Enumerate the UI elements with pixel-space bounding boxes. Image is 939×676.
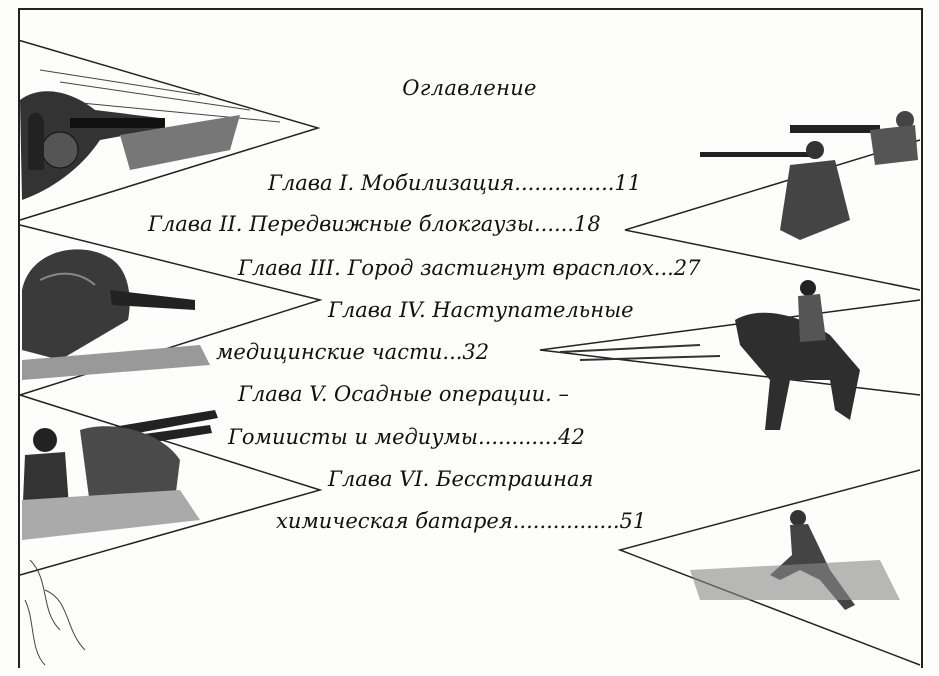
left-gun-crew-scene	[22, 410, 218, 540]
toc-entry-chapter-5-line-2: Гомиисты и медиумы............42	[228, 425, 585, 449]
toc-entry-chapter-6-line-2: химическая батарея................51	[276, 509, 647, 533]
toc-entry-chapter-3: Глава III. Город застигнут врасплох...27	[238, 256, 701, 280]
toc-entry-chapter-2: Глава II. Передвижные блокгаузы......18	[148, 212, 601, 236]
left-turret-scene	[22, 249, 210, 380]
toc-entry-chapter-1: Глава I. Мобилизация...............11	[268, 171, 642, 195]
right-panel-3	[617, 469, 921, 666]
left-foliage	[24, 559, 86, 666]
right-machine-gun-scene	[700, 111, 918, 240]
toc-entry-chapter-6-line-1: Глава VI. Бесстрашная	[328, 467, 594, 491]
left-cannon-scene-1	[20, 91, 240, 200]
right-runner-scene	[690, 510, 900, 610]
toc-title: Оглавление	[402, 76, 537, 100]
toc-entry-chapter-5-line-1: Глава V. Осадные операции. –	[238, 382, 570, 406]
toc-entry-chapter-4-line-2: медицинские части...32	[216, 340, 490, 364]
left-panel-1	[17, 39, 321, 221]
right-cavalry-scene	[559, 280, 860, 430]
page-border	[18, 8, 923, 668]
toc-entry-chapter-4-line-1: Глава IV. Наступательные	[328, 298, 634, 322]
